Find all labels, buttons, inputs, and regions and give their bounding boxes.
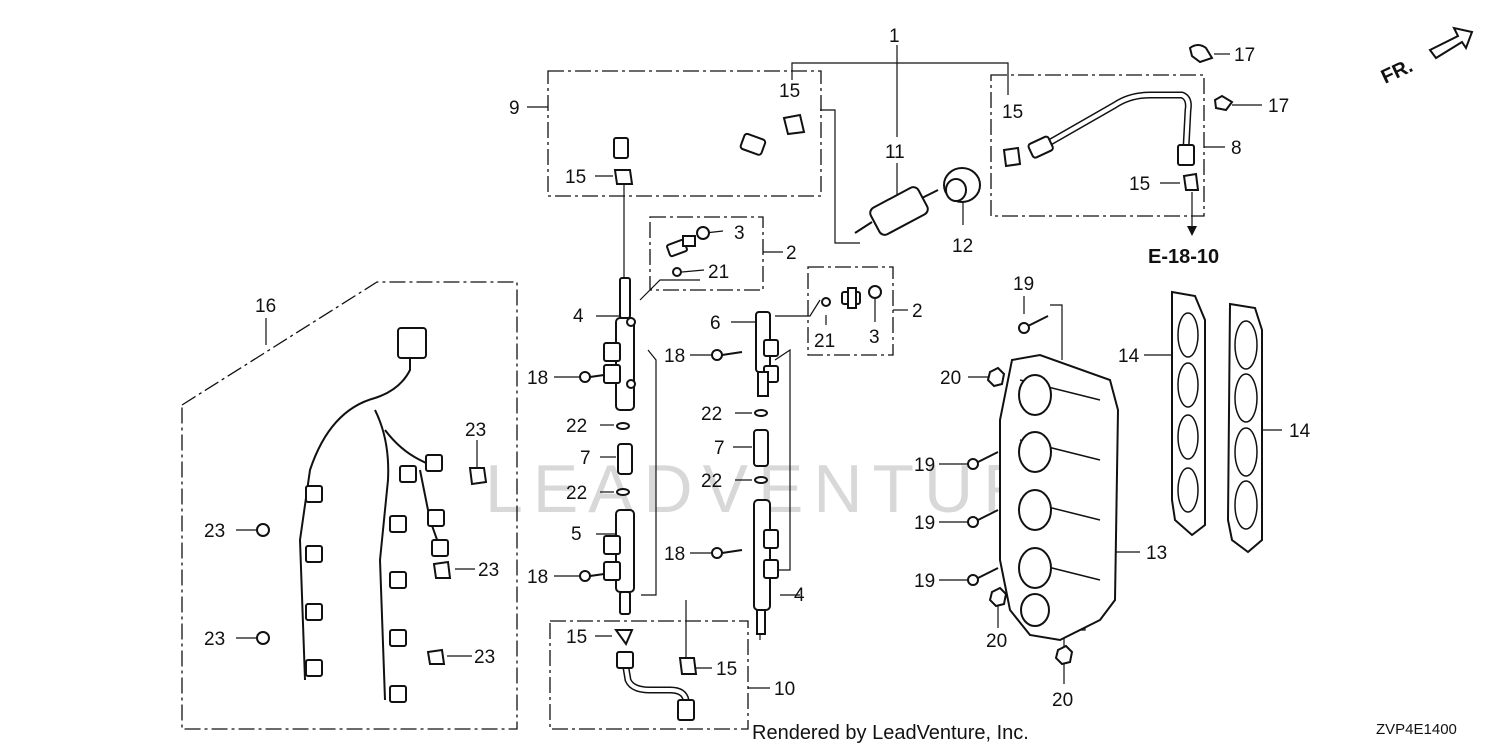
part-gasket-14-b bbox=[1226, 302, 1263, 554]
box-part-8 bbox=[990, 74, 1205, 217]
callout-5[interactable]: 5 bbox=[571, 524, 582, 545]
callout-3[interactable]: 3 bbox=[869, 327, 880, 348]
leader-lines bbox=[236, 45, 1282, 689]
callout-23[interactable]: 23 bbox=[478, 560, 499, 581]
part-bolts-18 bbox=[579, 349, 743, 582]
section-reference-link[interactable]: E-18-10 bbox=[1148, 246, 1219, 268]
part-manifold-13 bbox=[999, 353, 1120, 642]
part-joint-7-right bbox=[753, 429, 769, 467]
callout-7[interactable]: 7 bbox=[580, 448, 591, 469]
callout-23[interactable]: 23 bbox=[204, 521, 225, 542]
callout-20[interactable]: 20 bbox=[986, 631, 1007, 652]
part-bolts-19 bbox=[967, 315, 1049, 586]
callout-15[interactable]: 15 bbox=[1002, 102, 1023, 123]
part-fuel-pipe-9 bbox=[613, 126, 767, 159]
callout-20[interactable]: 20 bbox=[940, 368, 961, 389]
callout-14[interactable]: 14 bbox=[1289, 421, 1311, 442]
callout-19[interactable]: 19 bbox=[914, 513, 935, 534]
callout-4[interactable]: 4 bbox=[794, 585, 805, 606]
part-joint-7-left bbox=[617, 443, 633, 475]
callout-13[interactable]: 13 bbox=[1146, 543, 1167, 564]
callout-18[interactable]: 18 bbox=[664, 544, 685, 565]
callout-15[interactable]: 15 bbox=[566, 627, 587, 648]
clip-15-right-b bbox=[1182, 172, 1200, 191]
part-fuel-rail-4-right bbox=[753, 499, 779, 635]
part-o-rings-22 bbox=[616, 409, 768, 496]
part-clips-23 bbox=[256, 467, 488, 665]
part-fuel-pipe-8 bbox=[1027, 91, 1195, 166]
part-seal-set-2-upper bbox=[666, 226, 710, 277]
callout-15[interactable]: 15 bbox=[779, 81, 800, 102]
callout-11[interactable]: 11 bbox=[885, 142, 905, 163]
callout-1[interactable]: 1 bbox=[889, 26, 900, 47]
clip-15-right-a bbox=[1002, 146, 1022, 168]
callout-23[interactable]: 23 bbox=[474, 647, 495, 668]
part-seal-set-2-lower bbox=[821, 285, 882, 309]
callout-23[interactable]: 23 bbox=[204, 629, 225, 650]
callout-21[interactable]: 21 bbox=[814, 331, 835, 352]
callout-12[interactable]: 12 bbox=[952, 236, 973, 257]
part-fuel-rail-5 bbox=[603, 509, 635, 615]
callout-15[interactable]: 15 bbox=[1129, 174, 1150, 195]
callout-17[interactable]: 17 bbox=[1234, 45, 1255, 66]
group-boxes bbox=[181, 70, 1205, 730]
clip-17-a bbox=[1188, 44, 1214, 64]
part-fuel-filter-11 bbox=[854, 186, 939, 236]
fr-direction-arrow: FR. bbox=[1378, 26, 1474, 89]
callout-labels: 1 2 2 3 3 4 4 5 6 7 7 8 9 10 11 12 13 14… bbox=[204, 26, 1311, 711]
callout-7[interactable]: 7 bbox=[714, 438, 725, 459]
box-part-10 bbox=[549, 620, 749, 730]
callout-19[interactable]: 19 bbox=[1013, 274, 1034, 295]
callout-18[interactable]: 18 bbox=[527, 567, 548, 588]
callout-18[interactable]: 18 bbox=[664, 346, 685, 367]
box-part-9 bbox=[547, 70, 822, 197]
callout-10[interactable]: 10 bbox=[774, 679, 795, 700]
part-band-12 bbox=[943, 167, 981, 203]
callout-3[interactable]: 3 bbox=[734, 223, 745, 244]
clip-15-upper-mid bbox=[782, 113, 806, 136]
callout-23[interactable]: 23 bbox=[465, 420, 486, 441]
callout-18[interactable]: 18 bbox=[527, 368, 548, 389]
callout-20[interactable]: 20 bbox=[1052, 690, 1073, 711]
callout-22[interactable]: 22 bbox=[566, 416, 587, 437]
callout-16[interactable]: 16 bbox=[255, 296, 276, 317]
part-fuel-pipe-10 bbox=[614, 629, 698, 721]
box-part-2-lower bbox=[807, 266, 894, 356]
callout-9[interactable]: 9 bbox=[509, 98, 520, 119]
callout-14[interactable]: 14 bbox=[1118, 346, 1140, 367]
callout-8[interactable]: 8 bbox=[1231, 138, 1242, 159]
callout-4[interactable]: 4 bbox=[573, 306, 584, 327]
callout-2[interactable]: 2 bbox=[786, 243, 797, 264]
callout-15[interactable]: 15 bbox=[565, 167, 586, 188]
box-part-16 bbox=[181, 281, 518, 730]
callout-22[interactable]: 22 bbox=[701, 404, 722, 425]
diagram-code: ZVP4E1400 bbox=[1376, 721, 1457, 738]
part-nuts-20 bbox=[986, 366, 1074, 666]
callout-6[interactable]: 6 bbox=[710, 313, 721, 334]
render-credit: Rendered by LeadVenture, Inc. bbox=[752, 722, 1029, 744]
fr-label: FR. bbox=[1378, 55, 1416, 89]
clip-15-upper-left bbox=[613, 169, 634, 185]
part-fuel-rail-4-left bbox=[603, 277, 636, 411]
box-part-2-upper bbox=[649, 216, 764, 291]
callout-15[interactable]: 15 bbox=[716, 659, 737, 680]
part-gasket-14-a bbox=[1171, 290, 1206, 537]
callout-22[interactable]: 22 bbox=[566, 483, 587, 504]
callout-19[interactable]: 19 bbox=[914, 571, 935, 592]
part-fuel-rail-6 bbox=[755, 311, 779, 397]
callout-21[interactable]: 21 bbox=[708, 262, 729, 283]
callout-17[interactable]: 17 bbox=[1268, 96, 1289, 117]
callout-2[interactable]: 2 bbox=[912, 301, 923, 322]
callout-19[interactable]: 19 bbox=[914, 455, 935, 476]
callout-22[interactable]: 22 bbox=[701, 471, 722, 492]
part-harness-16 bbox=[298, 327, 449, 703]
clip-17-b bbox=[1213, 94, 1234, 112]
